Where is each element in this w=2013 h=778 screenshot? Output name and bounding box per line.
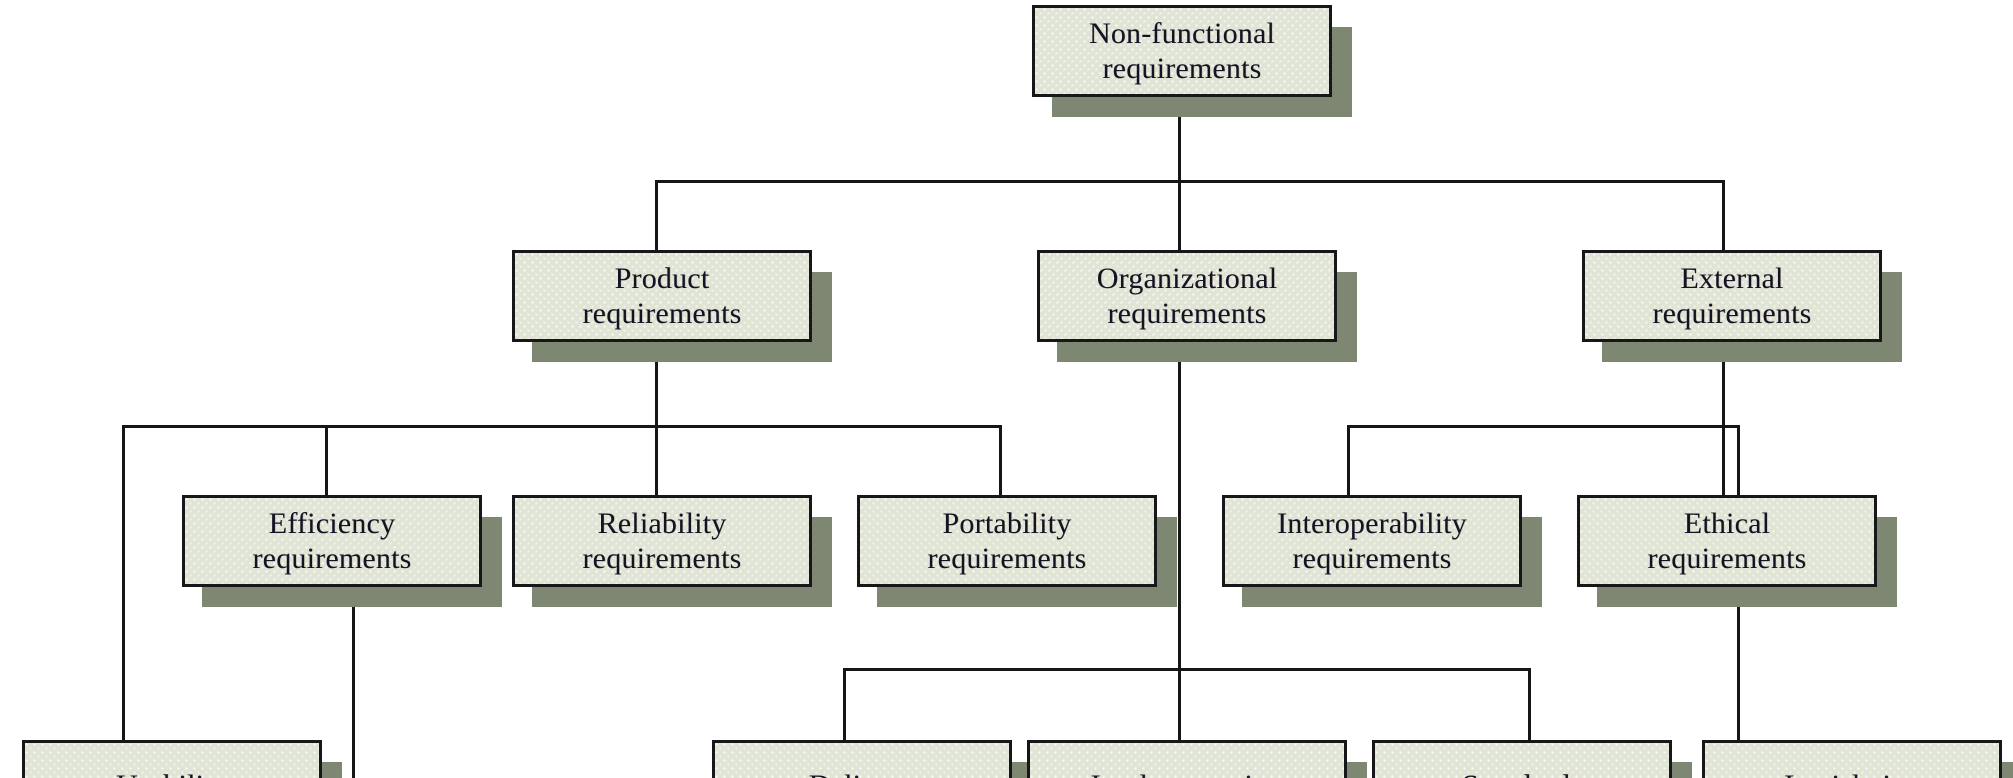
node-efficiency-requirements[interactable]: Efficiency requirements	[182, 495, 482, 587]
node-reliability-requirements[interactable]: Reliability requirements	[512, 495, 812, 587]
connector-organizational-trunk	[1178, 345, 1181, 670]
connector-drop-organizational	[1178, 180, 1181, 252]
node-label: Efficiency requirements	[252, 506, 412, 575]
node-label: Delivery	[803, 768, 922, 778]
connector-external-trunk	[1722, 345, 1725, 427]
node-label: Product requirements	[582, 261, 742, 330]
node-label: Interoperability requirements	[1277, 506, 1467, 575]
node-label: Ethical requirements	[1647, 506, 1807, 575]
node-label: Non-functional requirements	[1088, 16, 1276, 85]
connector-product-bus	[122, 425, 1002, 428]
node-ethical-requirements[interactable]: Ethical requirements	[1577, 495, 1877, 587]
connector-drop-reliability	[655, 425, 658, 497]
connector-drop-implementation	[1178, 668, 1181, 746]
node-non-functional-requirements[interactable]: Non-functional requirements	[1032, 5, 1332, 97]
node-portability-requirements[interactable]: Portability requirements	[857, 495, 1157, 587]
connector-drop-delivery	[843, 668, 846, 746]
connector-product-trunk	[655, 345, 658, 427]
connector-drop-portability	[999, 425, 1002, 497]
node-legislative[interactable]: Legislative	[1702, 740, 2002, 778]
connector-external-bus	[1347, 425, 1740, 428]
connector-drop-standards	[1528, 668, 1531, 746]
node-label: External requirements	[1652, 261, 1812, 330]
node-label: Usability	[110, 768, 234, 778]
node-label: Portability requirements	[927, 506, 1087, 575]
node-standards[interactable]: Standards	[1372, 740, 1672, 778]
connector-organizational-bus	[843, 668, 1531, 671]
connector-efficiency-down	[352, 598, 355, 778]
connector-drop-external	[1722, 180, 1725, 252]
node-external-requirements[interactable]: External requirements	[1582, 250, 1882, 342]
node-implementation[interactable]: Implementation	[1027, 740, 1347, 778]
node-interoperability-requirements[interactable]: Interoperability requirements	[1222, 495, 1522, 587]
connector-drop-efficiency	[325, 425, 328, 497]
node-label: Standards	[1456, 768, 1588, 778]
node-label: Organizational requirements	[1096, 261, 1278, 330]
node-label: Implementation	[1085, 768, 1290, 778]
connector-root-trunk	[1178, 100, 1181, 182]
connector-level2-bus	[655, 180, 1725, 183]
node-delivery[interactable]: Delivery	[712, 740, 1012, 778]
connector-drop-usability	[122, 425, 125, 745]
connector-drop-interoperability	[1347, 425, 1350, 497]
node-product-requirements[interactable]: Product requirements	[512, 250, 812, 342]
node-label: Reliability requirements	[582, 506, 742, 575]
node-organizational-requirements[interactable]: Organizational requirements	[1037, 250, 1337, 342]
connector-drop-ethical	[1722, 425, 1725, 497]
node-usability[interactable]: Usability	[22, 740, 322, 778]
node-label: Legislative	[1778, 768, 1926, 778]
connector-drop-product	[655, 180, 658, 252]
